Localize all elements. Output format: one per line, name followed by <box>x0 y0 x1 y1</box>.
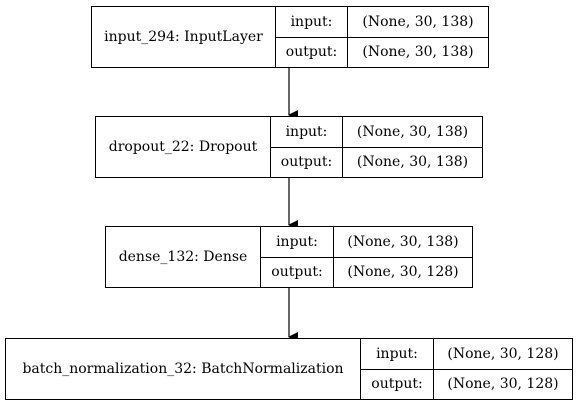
input-label: input: <box>361 339 433 370</box>
output-label: output: <box>280 154 333 171</box>
input-shape: (None, 30, 138) <box>343 117 482 148</box>
node-name: batch_normalization_32: BatchNormalizati… <box>6 339 361 399</box>
input-shape: (None, 30, 128) <box>434 339 572 370</box>
output-label: output: <box>285 44 338 61</box>
port-shapes: (None, 30, 138) (None, 30, 128) <box>334 227 472 287</box>
port-labels: input: output: <box>271 117 343 177</box>
input-shape: (None, 30, 138) <box>334 227 472 258</box>
input-label: input: <box>271 117 342 148</box>
input-shape: (None, 30, 138) <box>348 7 488 38</box>
node-dropout: dropout_22: Dropout input: output: (None… <box>95 116 483 178</box>
node-name: dropout_22: Dropout <box>96 117 271 177</box>
port-labels: input: output: <box>261 227 334 287</box>
port-shapes: (None, 30, 128) (None, 30, 128) <box>434 339 572 399</box>
output-label: output: <box>271 264 323 281</box>
input-label: input: <box>261 227 333 258</box>
node-batch-normalization: batch_normalization_32: BatchNormalizati… <box>5 338 573 400</box>
output-shape: (None, 30, 138) <box>356 154 469 171</box>
port-shapes: (None, 30, 138) (None, 30, 138) <box>348 7 488 67</box>
node-dense: dense_132: Dense input: output: (None, 3… <box>105 226 473 288</box>
port-labels: input: output: <box>361 339 434 399</box>
output-shape: (None, 30, 138) <box>362 44 474 61</box>
output-shape: (None, 30, 128) <box>447 376 559 393</box>
output-label: output: <box>371 376 423 393</box>
output-shape: (None, 30, 128) <box>347 264 459 281</box>
node-name: input_294: InputLayer <box>92 7 276 67</box>
port-labels: input: output: <box>276 7 348 67</box>
node-input-layer: input_294: InputLayer input: output: (No… <box>91 6 489 68</box>
port-shapes: (None, 30, 138) (None, 30, 138) <box>343 117 482 177</box>
input-label: input: <box>276 7 347 38</box>
node-name: dense_132: Dense <box>106 227 261 287</box>
